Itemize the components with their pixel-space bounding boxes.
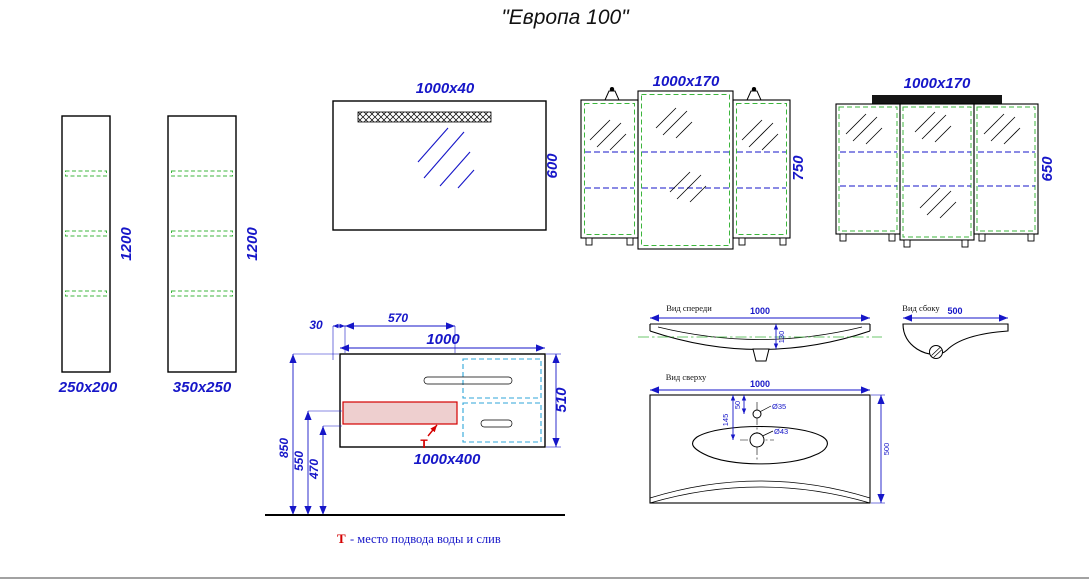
door-outline [976, 106, 1036, 232]
front-edge-curve [649, 486, 871, 504]
size-label: 1000x170 [653, 73, 720, 90]
dim-145: 145 [721, 414, 730, 427]
drain-hatch [931, 346, 941, 356]
legend-t-marker: Т [337, 531, 346, 546]
light-fixture [872, 95, 1002, 104]
sink-bowl-outer [649, 330, 871, 351]
leader-line [760, 405, 772, 412]
water-supply-drawer [342, 401, 458, 425]
counter-outline [649, 394, 871, 504]
dim-front-1000: 1000 [750, 306, 770, 316]
dim-top-500: 500 [882, 443, 891, 456]
legend-text: - место подвода воды и слив [350, 532, 501, 546]
sink-bowl-inner [657, 326, 863, 340]
door-outline [584, 103, 635, 235]
faucet-hole [752, 409, 762, 419]
leader-line [762, 430, 774, 437]
mirror-cabinet-650: 1000x170 650 [835, 75, 1056, 248]
height-label: 1200 [118, 227, 135, 261]
dim-470: 470 [307, 459, 321, 480]
door-outline [462, 402, 542, 443]
lamp-icon [604, 86, 620, 101]
door-outline [838, 106, 898, 232]
drain-hatch [933, 349, 942, 358]
door-outline [902, 106, 972, 238]
sink-front-view: Вид спереди 1000 130 [638, 303, 882, 362]
dim-1000: 1000 [426, 331, 460, 348]
basin-outline [691, 425, 828, 465]
mirror-1000x40: 1000x40 600 [332, 80, 561, 231]
t-leader-arrow [427, 424, 438, 437]
right-section [973, 103, 1039, 235]
shelf-lines [585, 151, 786, 189]
height-label: 750 [790, 155, 807, 181]
mirror-body [332, 100, 547, 231]
lamp-icon [746, 86, 762, 101]
door-outline [736, 103, 787, 235]
shelf [65, 290, 107, 297]
t-marker: Т [420, 437, 428, 451]
drain-stub [752, 348, 770, 362]
legend: Т - место подвода воды и слив [337, 531, 501, 546]
size-label: 350x250 [173, 379, 232, 396]
vanity-cabinet: 30 570 1000 Т 1000x400 510 850 550 470 [265, 311, 570, 516]
shelf [65, 170, 107, 177]
dim-510: 510 [553, 387, 570, 413]
door-outline [462, 358, 542, 399]
height-label: 650 [1039, 156, 1056, 182]
size-label: 250x200 [58, 379, 118, 396]
view-label: Вид спереди [666, 303, 712, 313]
dim-850: 850 [277, 438, 291, 458]
page-title: "Европа 100" [501, 6, 630, 29]
center-section [899, 103, 975, 241]
dim-130: 130 [777, 331, 786, 344]
front-edge-curve [649, 480, 871, 499]
drain-hole [749, 432, 765, 448]
mirror-cabinet-750: 1000x170 750 [580, 73, 807, 250]
shelf-lines [840, 151, 1035, 187]
view-label: Вид сверху [666, 372, 707, 382]
size-label: 1000x400 [414, 451, 481, 468]
dim-550: 550 [292, 451, 306, 471]
mirror-light-strip [357, 111, 492, 123]
hole-label-35: Ø35 [772, 402, 786, 411]
left-section [835, 103, 901, 235]
drawer-handle [423, 376, 513, 385]
center-section [637, 90, 734, 250]
feet [585, 237, 787, 246]
dim-top-1000: 1000 [750, 379, 770, 389]
view-label: Вид сбоку [902, 303, 940, 313]
tall-cabinet-250x200: 250x200 1200 [58, 115, 135, 396]
door-handle [480, 419, 513, 428]
size-label: 1000x170 [904, 75, 971, 92]
cabinet-body [61, 115, 111, 373]
shelf [65, 230, 107, 237]
dim-30: 30 [309, 318, 323, 332]
sink-top-view: Вид сверху 1000 Ø35 Ø43 50 145 500 [649, 372, 891, 504]
dim-side-500: 500 [947, 306, 962, 316]
hole-label-43: Ø43 [774, 427, 788, 436]
size-label: 1000x40 [416, 80, 475, 97]
height-label: 1200 [244, 227, 261, 261]
tall-cabinet-350x250: 350x250 1200 [167, 115, 261, 396]
height-label: 600 [544, 153, 561, 179]
sink-side-view: Вид сбоку 500 [902, 303, 1009, 359]
drain-circle [929, 345, 943, 359]
sink-profile [902, 323, 1009, 355]
dim-570: 570 [388, 311, 408, 325]
dim-50: 50 [733, 401, 742, 409]
cabinet-body [167, 115, 237, 373]
vanity-body [339, 353, 546, 448]
door-outline [641, 94, 730, 246]
glass-hatch [845, 111, 1021, 219]
